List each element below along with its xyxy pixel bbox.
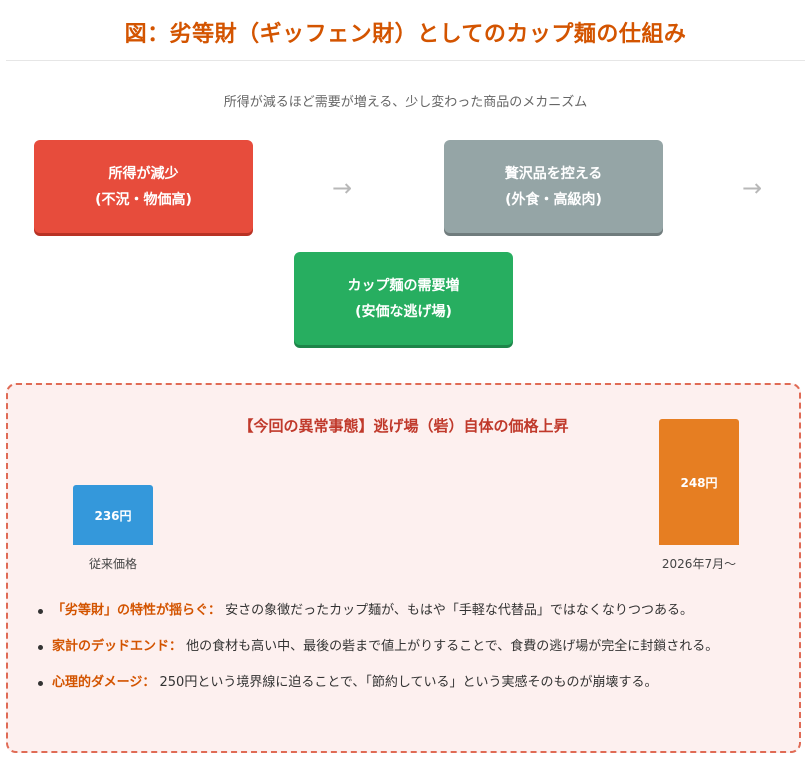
key-points-list: 「劣等財」の特性が揺らぐ： 安さの象徴だったカップ麺が、もはや「手軽な代替品」で… — [38, 599, 768, 707]
flow-step-detail: (外食・高級肉) — [505, 191, 602, 208]
point-label: 心理的ダメージ： — [52, 675, 156, 690]
flow-step-title: 贅沢品を控える — [504, 165, 603, 182]
list-item: 家計のデッドエンド： 他の食材も高い中、最後の砦まで値上がりすることで、食費の逃… — [38, 635, 768, 659]
flow-step-detail: (不況・物価高) — [95, 191, 192, 208]
flow-step-cut-luxury: 贅沢品を控える (外食・高級肉) — [444, 140, 663, 233]
anomaly-panel: 【今回の異常事態】逃げ場（砦）自体の価格上昇 236円 248円 従来価格 20… — [6, 383, 801, 753]
page-title: 図：劣等財（ギッフェン財）としてのカップ麺の仕組み — [124, 22, 687, 47]
flow-step-title: 所得が減少 — [108, 165, 179, 182]
list-item: 「劣等財」の特性が揺らぐ： 安さの象徴だったカップ麺が、もはや「手軽な代替品」で… — [38, 599, 768, 623]
right-arrow-icon: → — [332, 174, 353, 202]
bar-value-label: 248円 — [680, 475, 718, 490]
bar-category-label: 従来価格 — [88, 557, 137, 571]
point-text: 安さの象徴だったカップ麺が、もはや「手軽な代替品」ではなくなりつつある。 — [225, 603, 694, 618]
point-label: 「劣等財」の特性が揺らぐ： — [52, 603, 222, 618]
point-text: 他の食材も高い中、最後の砦まで値上がりすることで、食費の逃げ場が完全に封鎖される… — [186, 639, 719, 654]
bar-value-label: 236円 — [94, 508, 132, 523]
price-bar-new: 248円 — [659, 419, 739, 545]
flow-step-detail: (安価な逃げ場) — [355, 303, 452, 320]
price-bar-previous: 236円 — [73, 485, 153, 545]
list-item: 心理的ダメージ： 250円という境界線に迫ることで、「節約している」という実感そ… — [38, 671, 768, 695]
title-divider — [6, 60, 805, 61]
flow-step-demand-increase: カップ麺の需要増 (安価な逃げ場) — [294, 252, 513, 345]
bar-category-label: 2026年7月～ — [661, 557, 737, 571]
point-text: 250円という境界線に迫ることで、「節約している」という実感そのものが崩壊する。 — [159, 675, 658, 690]
right-arrow-icon: → — [742, 174, 763, 202]
panel-title: 【今回の異常事態】逃げ場（砦）自体の価格上昇 — [238, 417, 569, 435]
flow-step-income-decrease: 所得が減少 (不況・物価高) — [34, 140, 253, 233]
point-label: 家計のデッドエンド： — [52, 639, 183, 654]
page-subtitle: 所得が減るほど需要が増える、少し変わった商品のメカニズム — [223, 95, 588, 110]
flow-step-title: カップ麺の需要増 — [347, 277, 460, 294]
